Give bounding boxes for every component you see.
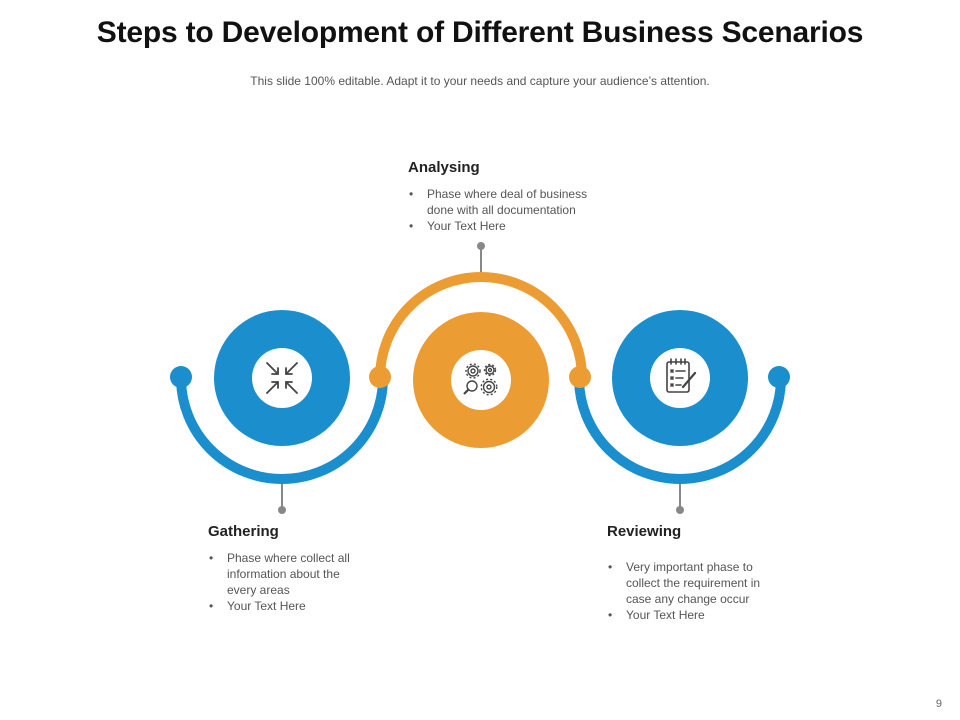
slide-subtitle: This slide 100% editable. Adapt it to yo…: [250, 74, 710, 88]
arc-end-dot: [768, 366, 790, 388]
step-heading: Gathering: [208, 523, 279, 540]
slide-title: Steps to Development of Different Busine…: [96, 16, 864, 49]
arc-end-dot: [170, 366, 192, 388]
bullet-item: Phase where collect all information abou…: [208, 550, 357, 598]
arc-end-dot: [569, 366, 591, 388]
arc-gathering: [176, 373, 388, 484]
step-heading: Analysing: [408, 159, 480, 176]
bullet-item: Very important phase to collect the requ…: [607, 559, 776, 607]
bullet-list: Phase where deal of business done with a…: [408, 186, 638, 234]
arc-analysing: [375, 272, 587, 383]
step-gathering: Gathering Phase where collect all inform…: [208, 523, 438, 614]
circle-analysing: [413, 312, 549, 448]
bullet-list: Very important phase to collect the requ…: [607, 559, 837, 623]
bullet-item: Your Text Here: [208, 598, 438, 614]
bullet-list: Phase where collect all information abou…: [208, 550, 438, 614]
gears-magnifier-icon: [463, 363, 498, 396]
bullet-item: Your Text Here: [607, 607, 837, 623]
bullet-item: Your Text Here: [408, 218, 638, 234]
step-reviewing: Reviewing Very important phase to collec…: [607, 523, 837, 623]
step-analysing: Analysing Phase where deal of business d…: [408, 159, 638, 234]
page-number: 9: [935, 698, 942, 710]
bullet-item: Phase where deal of business done with a…: [408, 186, 612, 218]
arc-reviewing: [574, 373, 786, 484]
arc-end-dot: [369, 366, 391, 388]
step-heading: Reviewing: [607, 523, 682, 540]
arrows-inward-icon: [266, 362, 298, 394]
circle-gathering: [214, 310, 350, 446]
checklist-icon: [666, 358, 697, 393]
